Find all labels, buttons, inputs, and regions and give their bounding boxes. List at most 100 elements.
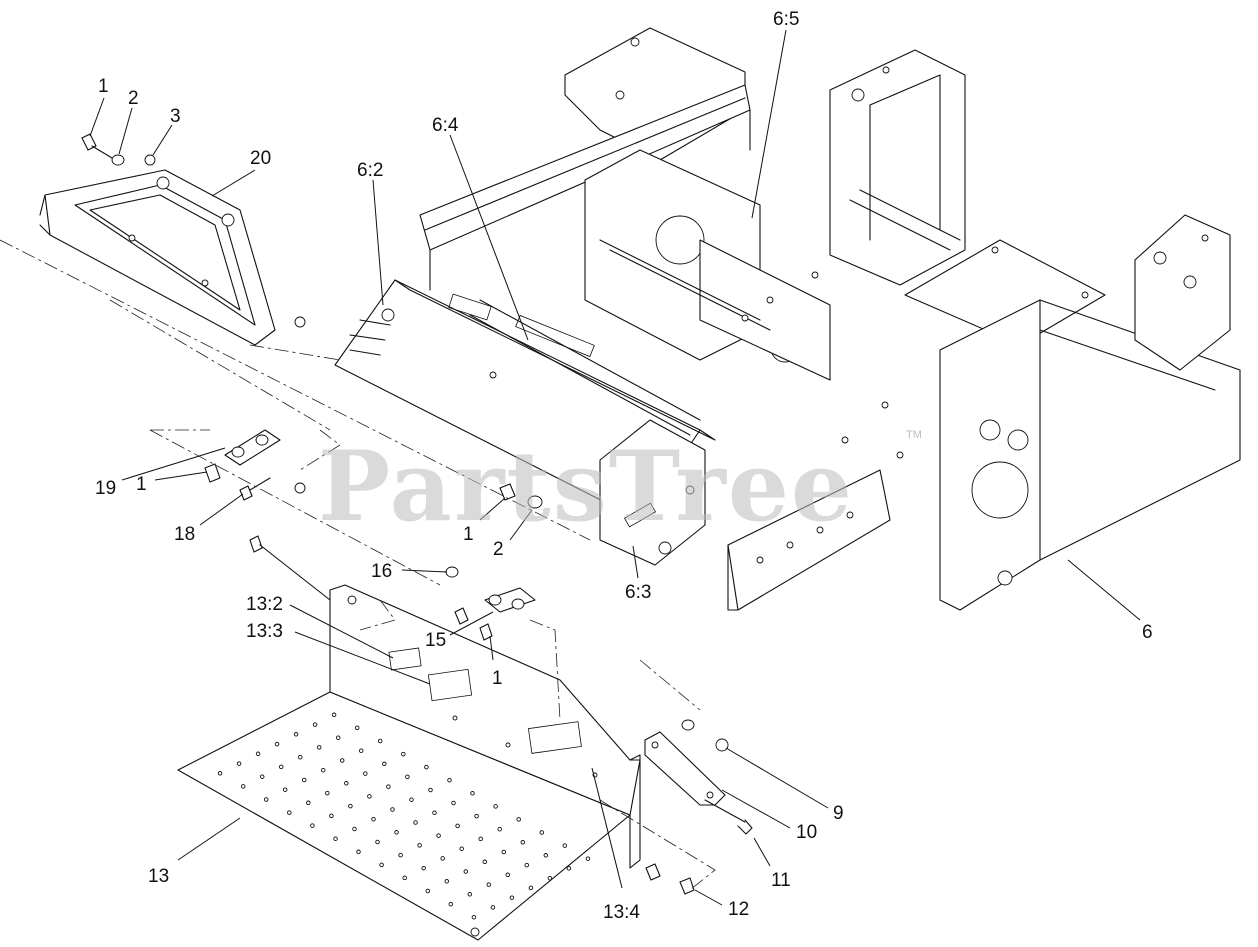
perforation-hole (371, 816, 376, 822)
callout-1-mid: 1 (463, 524, 474, 545)
hinge-15 (454, 587, 536, 641)
callout-labels: 1 2 3 20 6:2 6:4 6:5 19 1 18 1 2 16 6:3 … (95, 9, 1153, 923)
perforation-hole (451, 800, 456, 806)
perforation-hole (402, 875, 407, 881)
perforation-hole (543, 853, 549, 858)
perforation-hole (436, 833, 441, 838)
callout-13-3: 13:3 (246, 621, 283, 642)
perforation-hole (421, 865, 426, 871)
perforation-hole (474, 813, 479, 819)
leader-lines (89, 29, 1141, 906)
perforation-hole (354, 725, 360, 731)
perforation-hole (390, 807, 395, 812)
perforation-hole (331, 712, 337, 718)
perforation-hole (497, 826, 502, 832)
foot-plate-perforations (217, 712, 591, 920)
perforation-hole (539, 830, 545, 835)
callout-13-2: 13:2 (246, 594, 283, 615)
perforation-hole (398, 852, 403, 858)
perforation-hole (278, 764, 284, 770)
perforation-hole (463, 869, 469, 874)
main-frame (334, 27, 1241, 611)
perforation-hole (486, 882, 492, 887)
perforation-hole (333, 836, 338, 841)
callout-2-top: 2 (128, 88, 139, 109)
perforation-hole (274, 741, 280, 747)
perforation-hole (335, 735, 341, 740)
perforation-hole (358, 748, 364, 753)
perforation-hole (566, 866, 572, 871)
callout-6: 6 (1142, 622, 1153, 643)
perforation-hole (310, 823, 315, 828)
perforation-hole (339, 758, 345, 763)
callout-13-4: 13:4 (603, 902, 640, 923)
perforation-hole (352, 826, 357, 832)
perforation-hole (312, 722, 318, 727)
perforation-hole (348, 803, 353, 809)
perforation-hole (240, 784, 246, 789)
perforation-hole (255, 751, 261, 757)
perforation-hole (509, 895, 515, 900)
perforation-hole (501, 849, 507, 855)
hardware-mid (249, 483, 543, 601)
callout-13: 13 (148, 866, 169, 887)
perforation-hole (386, 784, 391, 789)
perforation-hole (413, 820, 418, 825)
perforation-hole (505, 872, 511, 878)
perforation-hole (287, 810, 292, 815)
perforation-hole (417, 843, 422, 848)
perforation-hole (306, 800, 311, 806)
perforation-hole (301, 777, 307, 783)
callout-9: 9 (833, 803, 844, 824)
watermark-text: PartsTree (318, 430, 854, 543)
perforation-hole (401, 751, 406, 757)
watermark-trademark: TM (906, 429, 922, 441)
perforation-hole (424, 764, 429, 770)
perforation-hole (478, 836, 483, 842)
perforation-hole (405, 774, 410, 780)
perforation-hole (344, 781, 349, 786)
perforation-hole (363, 771, 368, 776)
cover-panel (39, 169, 276, 346)
callout-1-bottom: 1 (492, 668, 503, 689)
callout-19: 19 (95, 478, 116, 499)
perforation-hole (432, 810, 437, 816)
perforation-hole (382, 761, 387, 767)
bracket-10 (644, 719, 753, 895)
perforation-hole (367, 794, 372, 799)
perforation-hole (516, 817, 521, 822)
perforation-hole (459, 846, 464, 851)
perforation-hole (236, 761, 242, 766)
perforation-hole (428, 787, 433, 793)
foot-plate (177, 584, 641, 941)
hardware-top (81, 133, 306, 328)
perforation-hole (520, 840, 526, 845)
perforation-hole (394, 830, 399, 835)
callout-6-2: 6:2 (357, 160, 383, 181)
callout-10: 10 (796, 822, 817, 843)
callout-16: 16 (371, 561, 392, 582)
perforation-hole (447, 777, 452, 783)
perforation-hole (448, 901, 454, 907)
callout-20: 20 (250, 148, 271, 169)
callout-6-4: 6:4 (432, 115, 459, 136)
callout-11: 11 (771, 870, 791, 891)
watermark: PartsTree TM (318, 429, 922, 543)
perforation-hole (356, 849, 361, 855)
callout-15: 15 (425, 630, 446, 651)
perforation-hole (375, 839, 380, 845)
perforation-hole (297, 754, 303, 760)
perforation-hole (482, 859, 488, 865)
perforation-hole (455, 823, 460, 829)
callout-1-left: 1 (136, 474, 147, 495)
perforation-hole (547, 875, 553, 881)
callout-18: 18 (174, 524, 195, 545)
perforation-hole (293, 732, 299, 737)
callout-3: 3 (170, 106, 181, 127)
hinge-19 (204, 429, 306, 501)
callout-6-5: 6:5 (773, 9, 799, 30)
perforation-hole (329, 813, 334, 819)
callout-1-top: 1 (98, 76, 109, 97)
callout-2-mid: 2 (493, 539, 504, 560)
